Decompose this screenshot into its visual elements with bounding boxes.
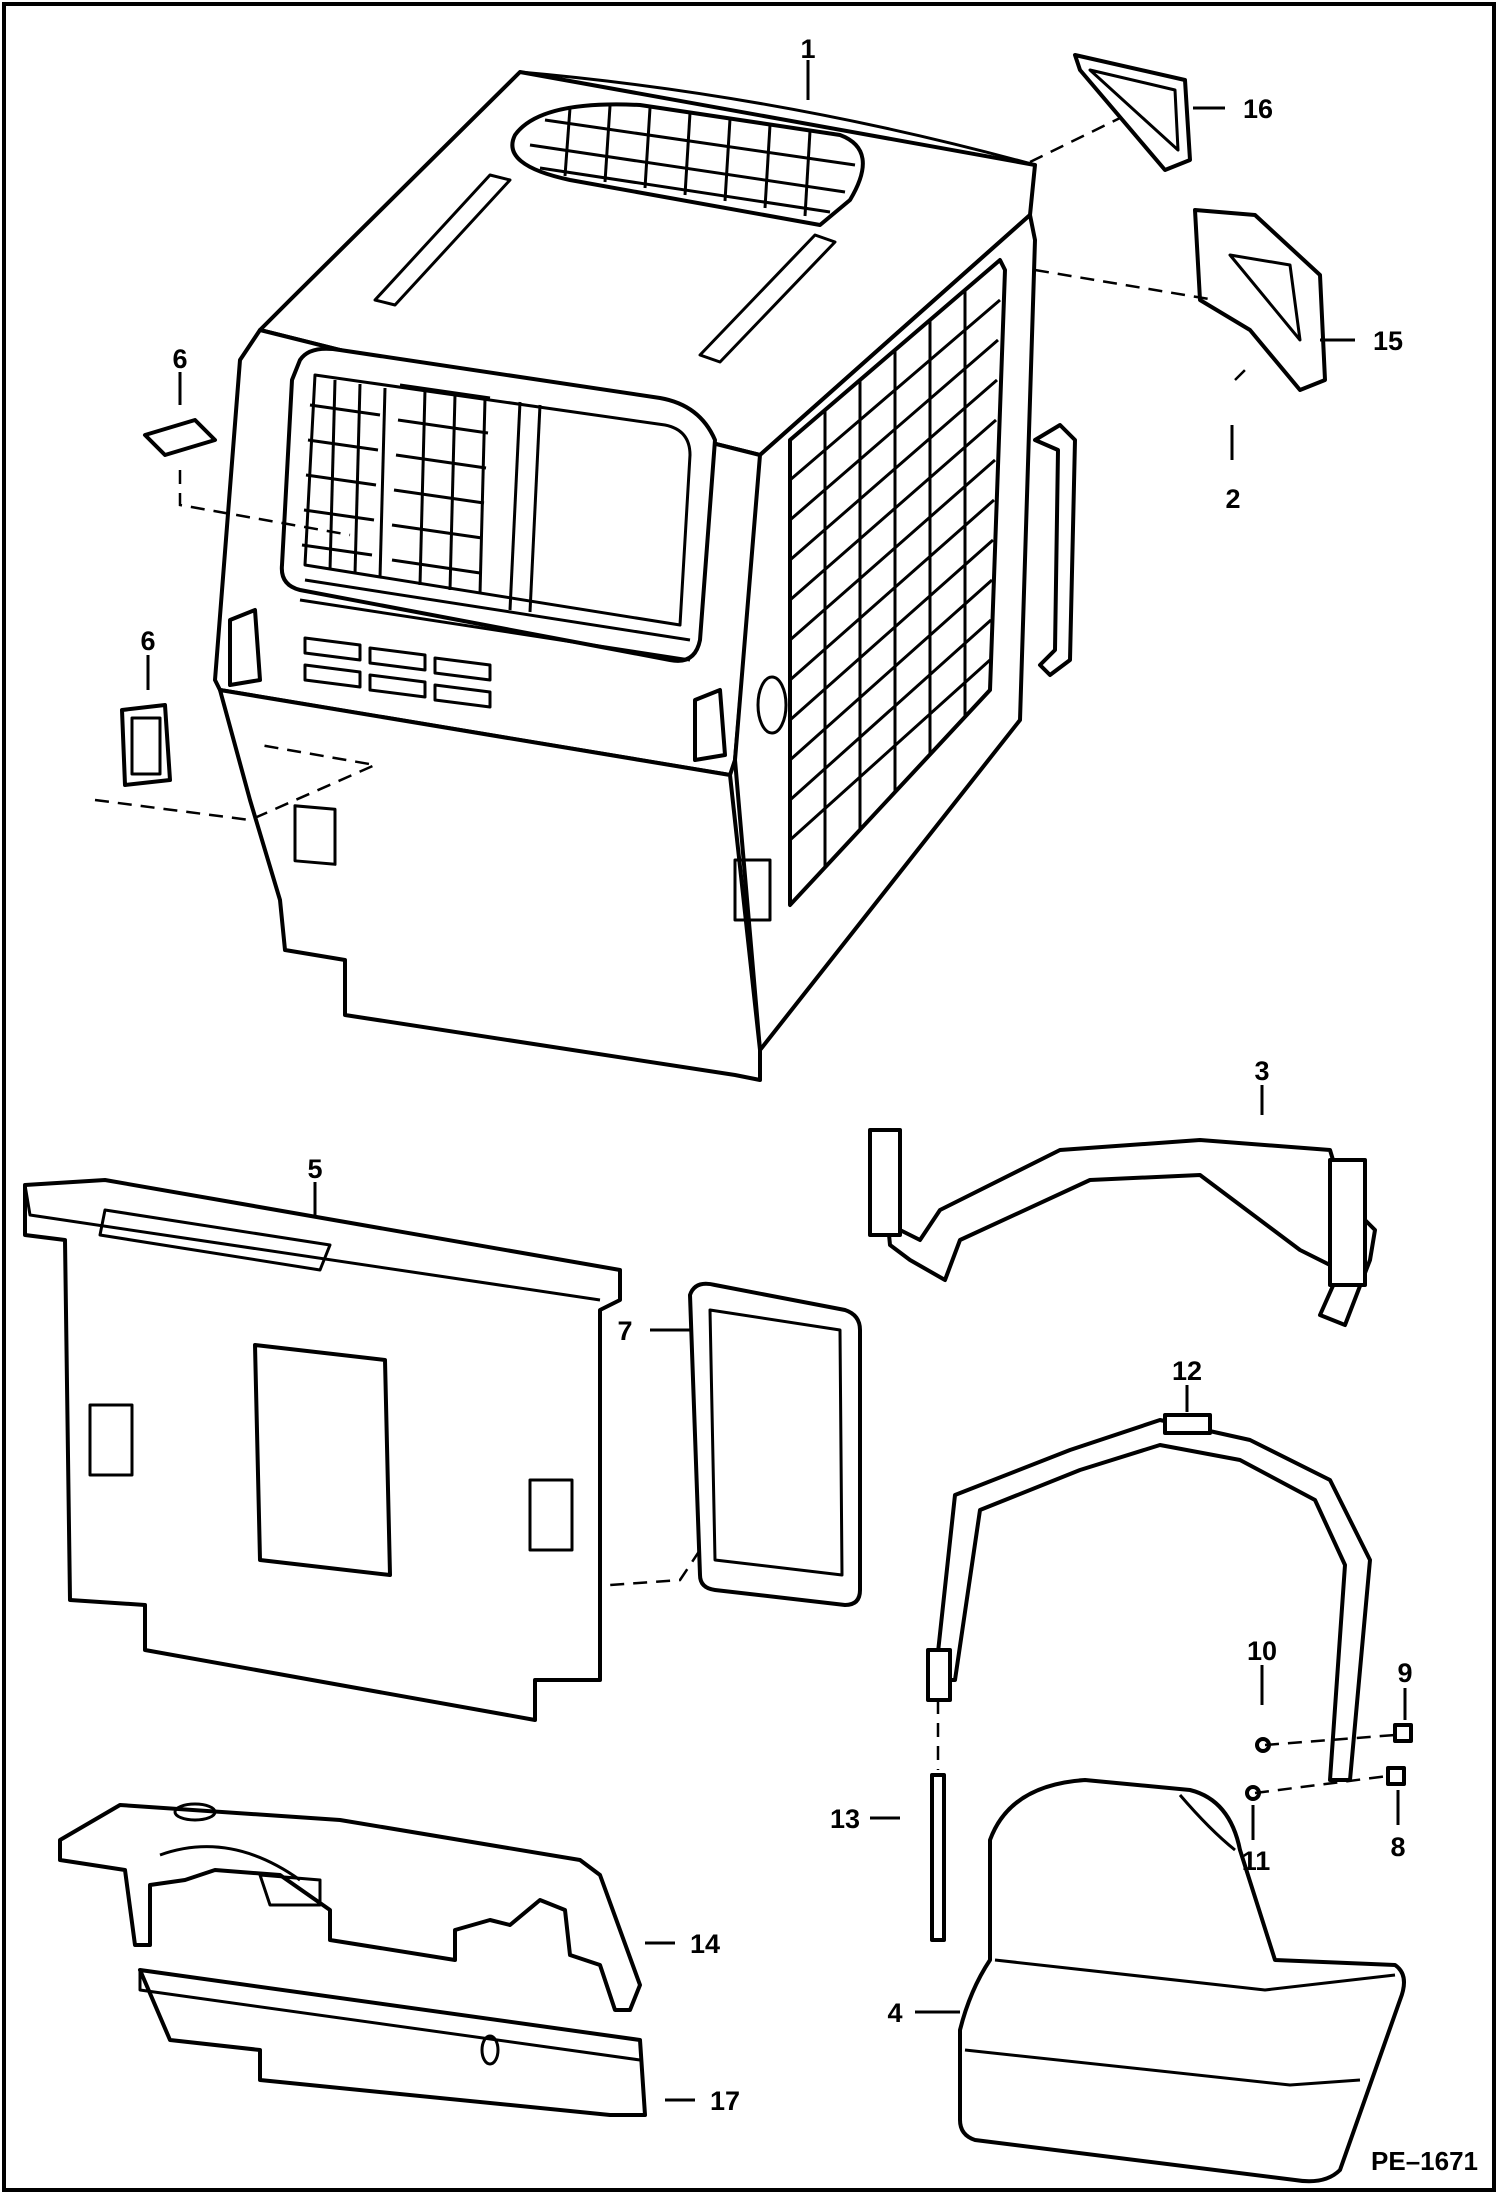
part-17-base-strip [138, 1968, 647, 2117]
leader-lines [146, 60, 1407, 2102]
part-13-rod [926, 1648, 952, 1942]
roof-rib [698, 233, 837, 364]
seat-bar-pivot-right [1328, 1158, 1367, 1287]
cab-roof-edge [519, 70, 1036, 167]
seat-bar-pivot-left [868, 1128, 902, 1237]
callout-17: 17 [710, 2086, 740, 2116]
roof-rib [373, 173, 512, 307]
part-15-bracket [1193, 208, 1327, 392]
part-6-cover-plate-lower [120, 703, 172, 787]
callout-labels: 1 2 3 4 5 6 6 7 8 9 10 11 12 13 14 15 16… [140, 34, 1412, 2116]
panel-slot-left [88, 1403, 134, 1477]
callout-10: 10 [1247, 1636, 1277, 1666]
callout-2: 2 [1225, 484, 1240, 514]
callout-7: 7 [617, 1316, 632, 1346]
part-12-clip [1163, 1413, 1212, 1435]
part-8-bolt [1386, 1766, 1406, 1786]
callout-12: 12 [1172, 1356, 1202, 1386]
callout-13: 13 [830, 1804, 860, 1834]
part-7-window-frame [688, 1281, 862, 1607]
callout-6-lower: 6 [140, 626, 155, 656]
side-window-grid [788, 258, 1007, 907]
callout-6-upper: 6 [172, 344, 187, 374]
callout-8: 8 [1390, 1832, 1405, 1862]
leader-dash-15 [1034, 268, 1216, 302]
leader-dash-16 [1029, 116, 1121, 164]
callout-16: 16 [1243, 94, 1273, 124]
cab-assembly [213, 70, 1077, 1082]
front-louvers [303, 636, 492, 709]
callout-9: 9 [1397, 1658, 1412, 1688]
side-port [756, 675, 788, 735]
callout-14: 14 [690, 1929, 720, 1959]
panel-opening [253, 1343, 392, 1577]
part-5-rear-panel [23, 1178, 622, 1722]
part-3-seat-bar [868, 1128, 1377, 1327]
leader-dash-7 [609, 1549, 702, 1587]
part-6-cover-plate [143, 418, 217, 457]
cab-lower-panel [218, 688, 762, 1082]
panel-slot-right [528, 1478, 574, 1552]
callout-1: 1 [800, 34, 815, 64]
pivot-block-left [228, 608, 262, 687]
callout-5: 5 [307, 1154, 322, 1184]
lower-panel-cutout [293, 804, 337, 866]
part-9-bolt [1393, 1723, 1413, 1743]
leader-dash-6b [94, 743, 380, 822]
part-6-cover-inner [130, 716, 162, 776]
side-grab-handle [1033, 423, 1077, 677]
part-14-floor-mount [58, 1802, 642, 2012]
leader-dash-6a [178, 470, 351, 537]
part-16-vent-gasket [1073, 53, 1192, 172]
part-12-seat-belt-frame [933, 1413, 1372, 1782]
leader-dash-2 [1234, 369, 1246, 381]
callout-11: 11 [1242, 1846, 1271, 1876]
callout-15: 15 [1373, 326, 1403, 356]
part-4-seat [958, 1778, 1406, 2184]
roof-window [510, 102, 865, 227]
fastener-hardware [1245, 1723, 1413, 1801]
figure-reference: PE–1671 [1371, 2146, 1478, 2176]
callout-3: 3 [1254, 1056, 1269, 1086]
lower-panel-cutout [733, 858, 772, 922]
cab-front-opening [279, 346, 717, 663]
pivot-block-right [693, 688, 727, 762]
callout-4: 4 [887, 1998, 902, 2028]
